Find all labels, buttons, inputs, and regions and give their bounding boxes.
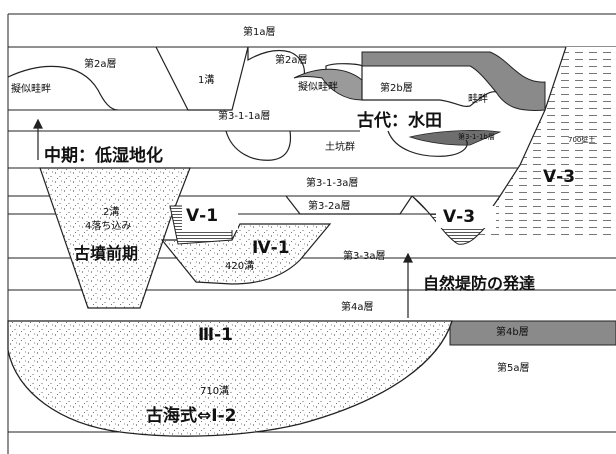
layer-5a-label: 第5a層	[497, 363, 530, 374]
pit-outline-right	[387, 130, 468, 157]
period-iii1-label: Ⅲ-1	[198, 325, 233, 345]
layer-3-1-3a-label: 第3-1-3a層	[306, 178, 359, 189]
ditch-2-label: 2溝	[103, 207, 120, 218]
ditch-2-fill-label: 4落ち込み	[85, 221, 132, 232]
period-v1-label: Ⅴ-1	[186, 206, 219, 226]
layer-2a-left-label: 第2a層	[84, 59, 117, 70]
layer-2a-right-label: 第2a層	[275, 55, 308, 66]
ditch-700-label: 700壁土	[568, 136, 596, 144]
layer-3-2a-label: 第3-2a層	[308, 201, 351, 212]
layer-1a-label: 第1a層	[243, 27, 276, 38]
ridge-label: 畦畔	[468, 94, 488, 105]
pseudo-ridge-right-label: 擬似畦畔	[298, 82, 338, 93]
period-middle-label: 中期：低湿地化	[44, 146, 163, 166]
period-v3-right-label: Ⅴ-3	[543, 167, 576, 187]
ditch-420-fill	[160, 223, 332, 285]
arrows	[33, 118, 413, 318]
period-ancient-label: 古代：水田	[357, 111, 442, 131]
layer-4b-band	[449, 320, 616, 346]
layer-4b-label: 第4b層	[496, 327, 529, 338]
pits-label: 土坑群	[325, 142, 355, 153]
pseudo-ridge-left-outline	[7, 65, 119, 111]
period-v3-mid-label: Ⅴ-3	[443, 207, 476, 227]
pseudo-ridge-left-label: 擬似畦畔	[11, 84, 51, 95]
period-levee-label: 自然堤防の発達	[423, 274, 536, 293]
ditch-420-label: 420溝	[225, 261, 255, 272]
period-iv1-label: Ⅳ-1	[252, 238, 290, 258]
ditch-1-outline	[155, 46, 249, 111]
pseudo-ridge-right	[293, 68, 363, 101]
layer-4a-label: 第4a層	[341, 302, 374, 313]
ditch-710-fill	[7, 320, 453, 437]
ditch-710-label: 710溝	[200, 386, 230, 397]
period-kofun-early-label: 古墳前期	[74, 244, 139, 263]
layer-2b-label: 第2b層	[380, 83, 413, 94]
layer-3-3a-label: 第3-3a層	[343, 251, 386, 262]
ditch-2-fill	[39, 167, 191, 309]
wall-soil-fill	[470, 47, 616, 240]
layer-2b-band	[361, 51, 546, 111]
layer-3-1-1b-label: 第3-1-1b層	[458, 133, 495, 141]
period-kokai-label: 古海式⇔Ⅰ-2	[146, 406, 237, 426]
layer-3-1-1b-lens	[408, 129, 502, 146]
pit-outline-left	[225, 130, 292, 161]
layer-3-1-1a-label: 第3-1-1a層	[218, 111, 271, 122]
ditch-1-label: 1溝	[198, 75, 215, 86]
